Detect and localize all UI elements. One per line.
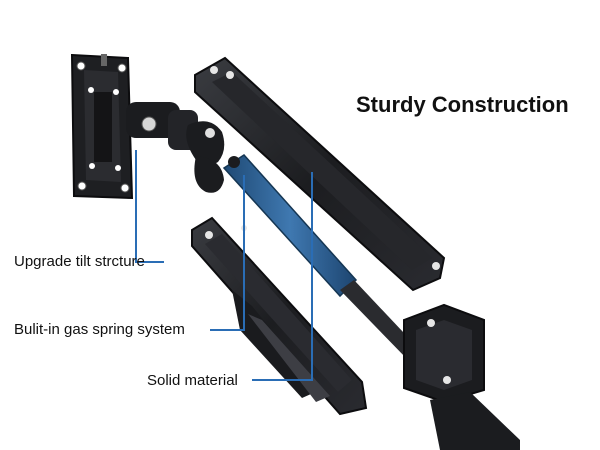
callout-label-solid-material: Solid material bbox=[147, 372, 238, 389]
callout-label-tilt: Upgrade tilt strcture bbox=[14, 253, 145, 270]
desk-post bbox=[403, 303, 520, 450]
upper-arm-bar bbox=[194, 56, 446, 292]
gas-spring bbox=[222, 154, 420, 360]
callout-lines bbox=[135, 150, 313, 381]
callout-line-gas bbox=[210, 175, 245, 331]
vesa-plate bbox=[70, 53, 134, 200]
tilt-joint bbox=[126, 102, 225, 193]
callout-line-tilt bbox=[135, 150, 164, 263]
callout-label-gas-spring: Bulit-in gas spring system bbox=[14, 321, 185, 338]
callout-line-solid bbox=[252, 172, 313, 381]
headline: Sturdy Construction bbox=[356, 92, 569, 117]
